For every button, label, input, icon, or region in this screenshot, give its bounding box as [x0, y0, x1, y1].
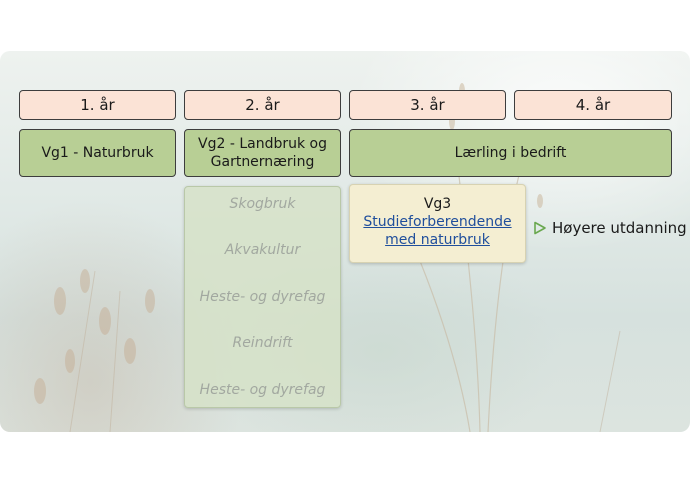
spec-item-heste-og-dyrefag-2: Heste- og dyrefag: [199, 382, 326, 398]
vg1-label: Vg1 - Naturbruk: [41, 145, 154, 161]
year-3-header: 3. år: [349, 90, 506, 120]
vg2-label-line2: Gartnernæring: [210, 154, 315, 170]
apprentice-box: Lærling i bedrift: [349, 129, 672, 177]
vg3-link-line2: med naturbruk: [385, 232, 490, 248]
spec-item-heste-og-dyrefag: Heste- og dyrefag: [199, 289, 326, 305]
specializations-box: Skogbruk Akvakultur Heste- og dyrefag Re…: [184, 186, 341, 408]
higher-education-item[interactable]: Høyere utdanning: [533, 218, 687, 238]
vg3-studieforberedende-link[interactable]: Studieforberendende med naturbruk: [350, 213, 525, 249]
spec-item-reindrift: Reindrift: [232, 335, 293, 351]
spec-item-skogbruk: Skogbruk: [229, 196, 296, 212]
year-4-header: 4. år: [514, 90, 672, 120]
vg2-landbruk-box: Vg2 - Landbruk og Gartnernæring: [184, 129, 341, 177]
play-arrow-icon: [534, 221, 546, 235]
spec-item-akvakultur: Akvakultur: [224, 242, 301, 258]
vg1-naturbruk-box: Vg1 - Naturbruk: [19, 129, 176, 177]
year-2-header: 2. år: [184, 90, 341, 120]
apprentice-label: Lærling i bedrift: [454, 145, 567, 161]
vg3-title: Vg3: [423, 196, 452, 212]
vg3-link-line1: Studieforberendende: [363, 214, 512, 230]
vg3-box: Vg3 Studieforberendende med naturbruk: [349, 184, 526, 263]
vg2-label-line1: Vg2 - Landbruk og: [198, 136, 327, 152]
year-1-header: 1. år: [19, 90, 176, 120]
higher-education-label: Høyere utdanning: [552, 219, 687, 237]
